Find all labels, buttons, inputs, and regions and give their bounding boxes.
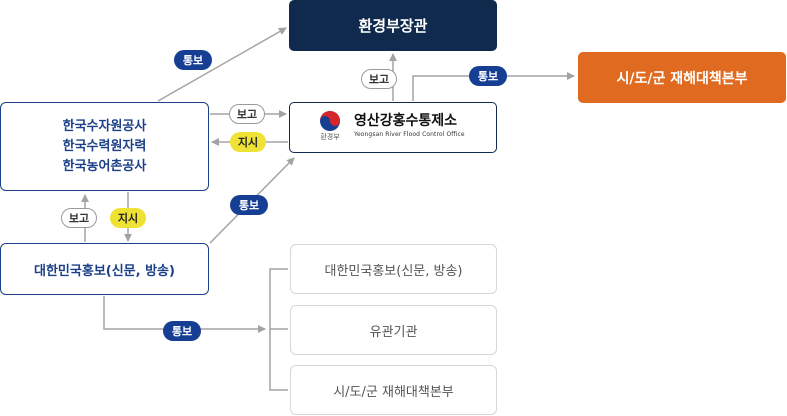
edge-office-hq xyxy=(412,72,575,101)
notify-label: 통보 xyxy=(171,325,193,338)
recipient-agencies-box: 유관기관 xyxy=(290,305,497,355)
recipient-hq-label: 시/도/군 재해대책본부 xyxy=(333,384,454,400)
report-pill-press-agencies: 보고 xyxy=(61,208,97,228)
agency-hydro-nuclear: 한국수력원자력 xyxy=(62,138,147,154)
report-pill-agencies-office: 보고 xyxy=(229,104,265,124)
instruct-label: 지시 xyxy=(117,212,139,225)
notify-label: 통보 xyxy=(182,54,204,67)
agency-water-resources: 한국수자원공사 xyxy=(62,118,147,134)
office-title-block: 영산강홍수통제소 Yeongsan River Flood Control Of… xyxy=(354,112,465,140)
notify-pill-agencies-minister: 통보 xyxy=(174,50,212,70)
disaster-hq-box: 시/도/군 재해대책본부 xyxy=(578,52,786,103)
recipient-agencies-label: 유관기관 xyxy=(369,324,418,340)
recipient-press-box: 대한민국홍보(신문, 방송) xyxy=(290,244,497,294)
report-pill-office-minister: 보고 xyxy=(361,69,397,89)
agencies-box: 한국수자원공사 한국수력원자력 한국농어촌공사 xyxy=(0,102,209,191)
report-label: 보고 xyxy=(236,108,258,121)
instruct-pill-agencies-press: 지시 xyxy=(110,208,146,228)
notify-pill-office-hq: 통보 xyxy=(469,66,507,86)
press-label: 대한민국홍보(신문, 방송) xyxy=(34,263,175,279)
notify-pill-press-office: 통보 xyxy=(230,195,268,215)
instruct-pill-office-agencies: 지시 xyxy=(230,132,266,152)
disaster-hq-label: 시/도/군 재해대책본부 xyxy=(616,70,748,87)
report-label: 보고 xyxy=(368,73,390,86)
notify-label: 통보 xyxy=(238,199,260,212)
notify-label: 통보 xyxy=(477,70,499,83)
report-label: 보고 xyxy=(68,212,90,225)
emblem-label: 환경부 xyxy=(320,133,340,141)
press-box: 대한민국홍보(신문, 방송) xyxy=(0,243,209,295)
minister-box: 환경부장관 xyxy=(289,0,497,51)
taegeuk-emblem-icon xyxy=(320,111,340,131)
recipient-press-label: 대한민국홍보(신문, 방송) xyxy=(324,263,463,279)
recipient-hq-box: 시/도/군 재해대책본부 xyxy=(290,365,497,415)
minister-label: 환경부장관 xyxy=(358,17,428,35)
office-english-name: Yeongsan River Flood Control Office xyxy=(354,131,465,138)
notify-pill-press-recipients: 통보 xyxy=(163,321,201,341)
agency-rural: 한국농어촌공사 xyxy=(62,158,147,174)
flood-control-office-box: 환경부 영산강홍수통제소 Yeongsan River Flood Contro… xyxy=(289,102,497,153)
edge-agencies-minister xyxy=(157,27,287,102)
office-name: 영산강홍수통제소 xyxy=(354,113,458,129)
edge-press-recipients xyxy=(103,296,266,333)
ministry-emblem: 환경부 xyxy=(311,110,349,141)
instruct-label: 지시 xyxy=(237,136,259,149)
